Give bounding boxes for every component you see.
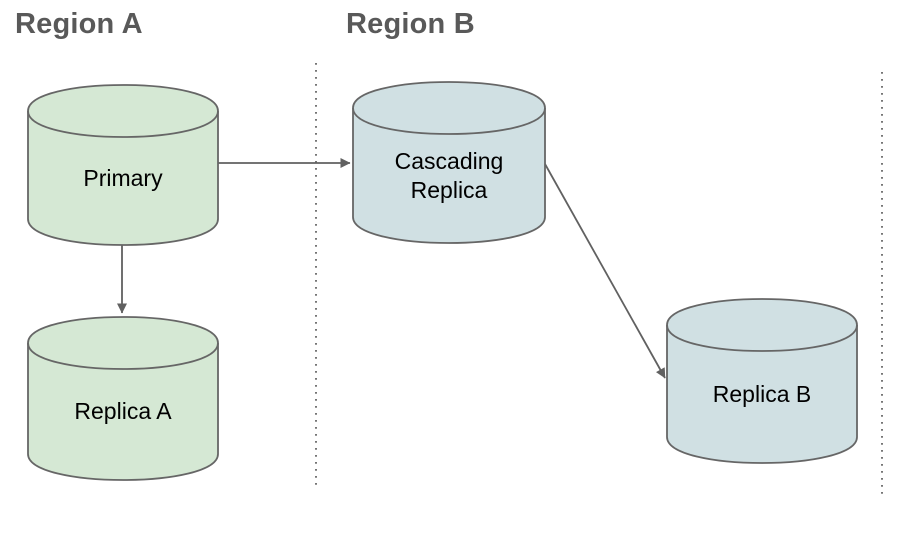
- replica-b-cylinder-body: [666, 298, 858, 464]
- region-a-title: Region A: [15, 8, 143, 40]
- replica-a-cylinder-rim: [27, 342, 219, 370]
- cascading-replica-cylinder-rim: [352, 107, 546, 135]
- arrow-cascading-to-replica-b: [544, 163, 666, 379]
- region-b-title: Region B: [346, 8, 475, 40]
- cascading-replica-label: Cascading Replica: [394, 147, 504, 203]
- replica-a-cylinder-body: [27, 316, 219, 481]
- replica-a-label: Replica A: [74, 398, 172, 424]
- replica-b-label: Replica B: [712, 380, 812, 407]
- replica-b-cylinder-rim: [666, 324, 858, 352]
- primary-cylinder-body: [27, 84, 219, 246]
- replica-b-cylinder: [666, 298, 858, 464]
- primary-cylinder-rim: [27, 110, 219, 138]
- cascading-replica-cylinder-body: [352, 81, 546, 244]
- primary-label: Primary: [83, 164, 163, 191]
- primary-cylinder: [27, 84, 219, 246]
- cascading-replica-cylinder: [352, 81, 546, 244]
- replica-a-cylinder: [27, 316, 219, 481]
